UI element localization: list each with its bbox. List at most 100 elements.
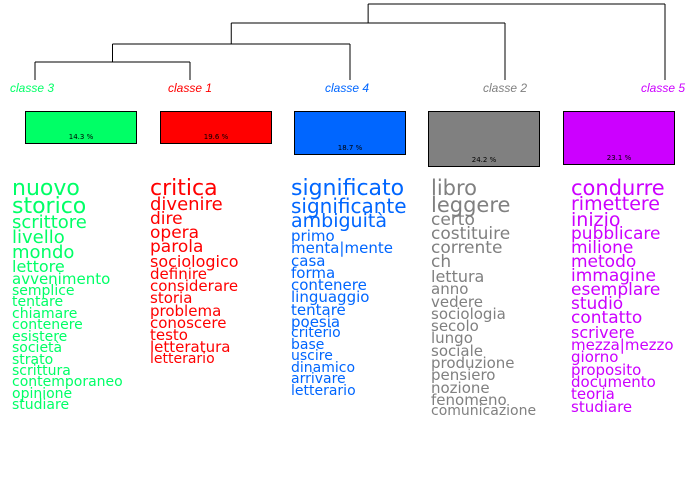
word-item: base xyxy=(291,336,325,353)
word-item: proposito xyxy=(571,360,642,379)
word-item: contemporaneo xyxy=(12,374,123,391)
word-item: lettore xyxy=(12,257,65,277)
word-item: letterario xyxy=(150,350,215,367)
word-item: vedere xyxy=(431,292,483,311)
class-percent: 18.7 % xyxy=(337,144,363,152)
word-item: esistere xyxy=(12,328,68,345)
word-item: pubblicare xyxy=(571,224,661,245)
word-item: condurre xyxy=(571,176,665,200)
class-percent: 14.3 % xyxy=(68,133,94,141)
word-item: ambiguità xyxy=(291,210,387,233)
class-percent: 23.1 % xyxy=(606,154,632,162)
word-item: dire xyxy=(150,208,183,229)
word-item: documento xyxy=(571,372,656,391)
word-item: letterario xyxy=(291,382,356,399)
word-item: metodo xyxy=(571,252,637,273)
word-item: poesia xyxy=(291,313,341,332)
word-item: lungo xyxy=(431,329,473,348)
class-percent: 19.6 % xyxy=(203,133,229,141)
class-label: classe 4 xyxy=(325,81,370,95)
word-item: letteratura xyxy=(150,338,231,357)
word-item: significante xyxy=(291,194,407,219)
class-label: classe 1 xyxy=(168,81,213,95)
word-item: studiare xyxy=(571,397,633,416)
word-item: pensiero xyxy=(431,366,496,385)
class-size-bar: 24.2 % xyxy=(428,111,540,167)
word-item: opinione xyxy=(12,385,73,402)
word-item: uscire xyxy=(291,348,333,365)
word-item: opera xyxy=(150,222,200,243)
word-item: tentare xyxy=(291,300,346,319)
class-percent: 24.2 % xyxy=(471,156,497,164)
word-item: linguaggio xyxy=(291,288,370,307)
word-item: nozione xyxy=(431,378,490,397)
word-item: contenere xyxy=(12,317,83,334)
word-item: contenere xyxy=(291,276,367,295)
word-item: livello xyxy=(12,226,65,248)
word-item: parola xyxy=(150,236,204,257)
word-item: storico xyxy=(12,194,87,220)
word-item: sociologia xyxy=(431,304,506,323)
word-item: sociologico xyxy=(150,251,239,271)
word-item: rimettere xyxy=(571,193,660,216)
class-size-bar: 19.6 % xyxy=(160,111,272,144)
word-item: scrittura xyxy=(12,363,71,379)
class-label: classe 2 xyxy=(483,81,528,95)
word-item: strato xyxy=(12,351,54,368)
word-item: critica xyxy=(150,176,218,201)
word-item: ch xyxy=(431,252,452,273)
word-item: arrivare xyxy=(291,371,346,388)
class-size-bar: 14.3 % xyxy=(25,111,137,144)
word-item: certo xyxy=(431,210,475,231)
word-item: fenomeno xyxy=(431,390,507,409)
word-item: comunicazione xyxy=(431,403,537,420)
word-item: costituire xyxy=(431,224,511,245)
class-size-bar: 23.1 % xyxy=(563,111,675,165)
word-item: chiamare xyxy=(12,305,78,322)
word-item: scrittore xyxy=(12,212,87,234)
word-item: società xyxy=(12,340,63,357)
word-item: studiare xyxy=(12,397,70,414)
word-item: problema xyxy=(150,301,222,320)
class-label: classe 5 xyxy=(641,81,686,95)
word-item: dinamico xyxy=(291,359,356,376)
word-item: secolo xyxy=(431,317,479,336)
word-item: mezza|mezzo xyxy=(571,336,674,355)
word-item: lettura xyxy=(431,267,485,287)
word-item: studio xyxy=(571,294,624,315)
class-label: classe 3 xyxy=(10,81,55,95)
word-item: forma xyxy=(291,263,336,282)
word-item: corrente xyxy=(431,238,503,259)
word-item: nuovo xyxy=(12,176,80,201)
word-item: esemplare xyxy=(571,280,661,301)
word-item: semplice xyxy=(12,282,75,299)
word-item: inizio xyxy=(571,208,621,231)
word-item: testo xyxy=(150,326,188,345)
word-item: storia xyxy=(150,289,193,308)
word-item: avvenimento xyxy=(12,270,111,289)
word-item: anno xyxy=(431,280,469,299)
word-item: tentare xyxy=(12,294,64,311)
word-item: contatto xyxy=(571,308,643,328)
word-item: giorno xyxy=(571,348,619,367)
word-item: teoria xyxy=(571,385,615,404)
word-item: libro xyxy=(431,176,478,200)
word-item: leggere xyxy=(431,193,511,218)
word-item: immagine xyxy=(571,266,657,287)
word-item: criterio xyxy=(291,325,341,342)
class-size-bar: 18.7 % xyxy=(294,111,406,155)
word-item: milione xyxy=(571,238,634,259)
word-item: primo xyxy=(291,227,335,245)
word-item: produzione xyxy=(431,354,515,373)
word-item: mondo xyxy=(12,241,75,263)
word-item: sociale xyxy=(431,341,483,360)
word-item: menta|mente xyxy=(291,239,393,258)
word-item: conoscere xyxy=(150,313,227,332)
word-item: significato xyxy=(291,176,405,201)
